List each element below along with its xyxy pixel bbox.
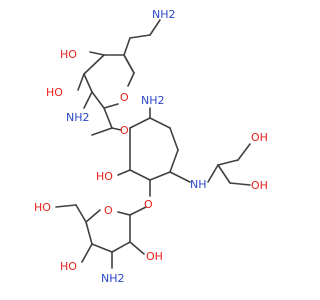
bond — [77, 73, 85, 91]
ring-oxygen-label: O — [104, 204, 113, 217]
atom-labels: NH2 HO HO O NH2 NH2 O HO O NH OH OH HO O… — [34, 8, 268, 285]
bond — [111, 241, 131, 253]
nh2-label: NH2 — [141, 94, 165, 107]
amine-label: NH — [190, 178, 207, 191]
bond — [85, 221, 93, 245]
bond — [85, 209, 101, 223]
bond — [149, 171, 171, 181]
bond — [55, 204, 77, 208]
bond — [169, 149, 179, 173]
hydroxyl-label: HO — [60, 260, 77, 273]
hydroxyl-label: OH — [251, 179, 268, 192]
hydroxyl-label: OH — [251, 131, 268, 144]
bond — [129, 206, 147, 216]
bond — [91, 243, 113, 253]
bond — [91, 127, 113, 136]
bond — [129, 169, 151, 181]
bond-lines — [55, 19, 251, 269]
bond — [83, 54, 105, 75]
bond — [229, 182, 251, 186]
hydroxyl-label: HO — [60, 48, 77, 61]
bond — [129, 241, 145, 255]
bond — [81, 243, 93, 263]
bond — [89, 51, 105, 56]
bond — [111, 127, 122, 131]
structure-svg: NH2 HO HO O NH2 NH2 O HO O NH OH OH HO O… — [34, 8, 268, 285]
hydroxyl-label: HO — [96, 170, 113, 183]
bond — [123, 37, 131, 56]
bond — [169, 127, 179, 151]
bond — [169, 171, 191, 183]
ring-oxygen-label: O — [120, 91, 129, 104]
hydroxyl-label: HO — [46, 86, 63, 99]
bond — [123, 54, 135, 74]
bond — [217, 159, 239, 166]
hydroxyl-label: HO — [34, 201, 51, 214]
bond — [149, 117, 171, 129]
nh2-label: NH2 — [152, 8, 176, 21]
bond — [207, 164, 219, 183]
bond — [91, 91, 105, 109]
bond — [75, 204, 87, 223]
bond — [103, 107, 113, 129]
bond — [103, 103, 119, 109]
nh2-label: NH2 — [101, 272, 125, 285]
molecule-diagram: NH2 HO HO O NH2 NH2 O HO O NH OH OH HO O… — [34, 8, 268, 285]
nh2-label: NH2 — [66, 111, 90, 124]
bond — [129, 117, 151, 129]
glycosidic-oxygen-label: O — [120, 124, 129, 137]
bond — [149, 19, 161, 36]
hydroxyl-label: OH — [146, 250, 163, 263]
bond — [237, 143, 251, 161]
bond — [127, 72, 135, 87]
bond — [83, 91, 93, 109]
bond — [117, 169, 131, 176]
bond — [117, 211, 131, 216]
glycosidic-oxygen-label: O — [144, 198, 153, 211]
bond — [217, 164, 231, 184]
bond — [83, 73, 93, 93]
bond — [129, 34, 151, 39]
